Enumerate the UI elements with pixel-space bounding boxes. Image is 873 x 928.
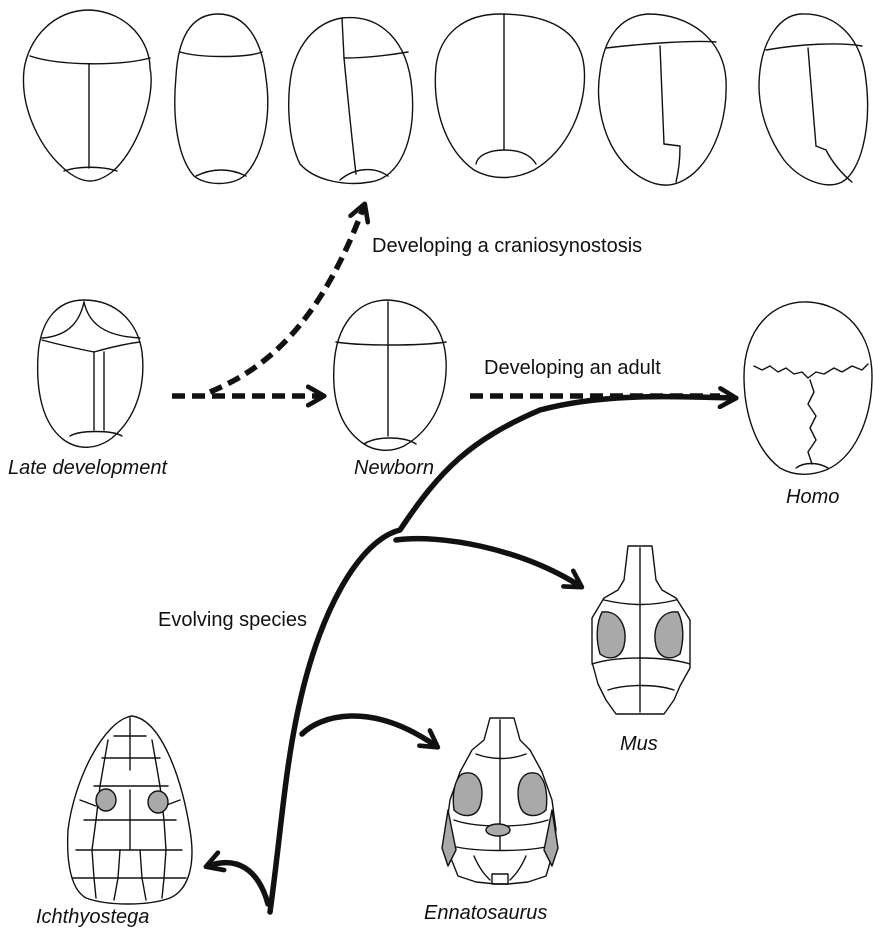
skull-variant-6	[759, 14, 868, 185]
arrow-to-ichthyostega	[208, 863, 268, 904]
label-homo: Homo	[786, 487, 839, 507]
label-late-development: Late development	[8, 458, 167, 478]
label-newborn: Newborn	[354, 458, 434, 478]
label-developing-craniosynostosis: Developing a craniosynostosis	[372, 236, 642, 256]
skull-ichthyostega	[68, 716, 192, 904]
arrow-craniosynostosis	[210, 206, 364, 392]
skull-variant-4	[435, 14, 584, 178]
arrow-to-ennatosaurus	[302, 716, 436, 746]
skull-variant-1	[23, 10, 151, 181]
skull-variant-2	[175, 14, 268, 184]
label-developing-adult: Developing an adult	[484, 358, 661, 378]
label-ennatosaurus: Ennatosaurus	[424, 903, 547, 923]
arrow-to-mus	[396, 539, 580, 586]
skull-mus	[592, 546, 690, 714]
skull-variant-5	[599, 14, 727, 185]
label-ichthyostega: Ichthyostega	[36, 907, 149, 927]
label-evolving-species: Evolving species	[158, 610, 307, 630]
label-mus: Mus	[620, 734, 658, 754]
skull-variant-3	[289, 18, 413, 184]
skull-late-development	[38, 300, 143, 447]
skull-ennatosaurus	[442, 718, 558, 884]
skull-newborn	[334, 300, 446, 450]
skull-homo	[744, 302, 872, 474]
